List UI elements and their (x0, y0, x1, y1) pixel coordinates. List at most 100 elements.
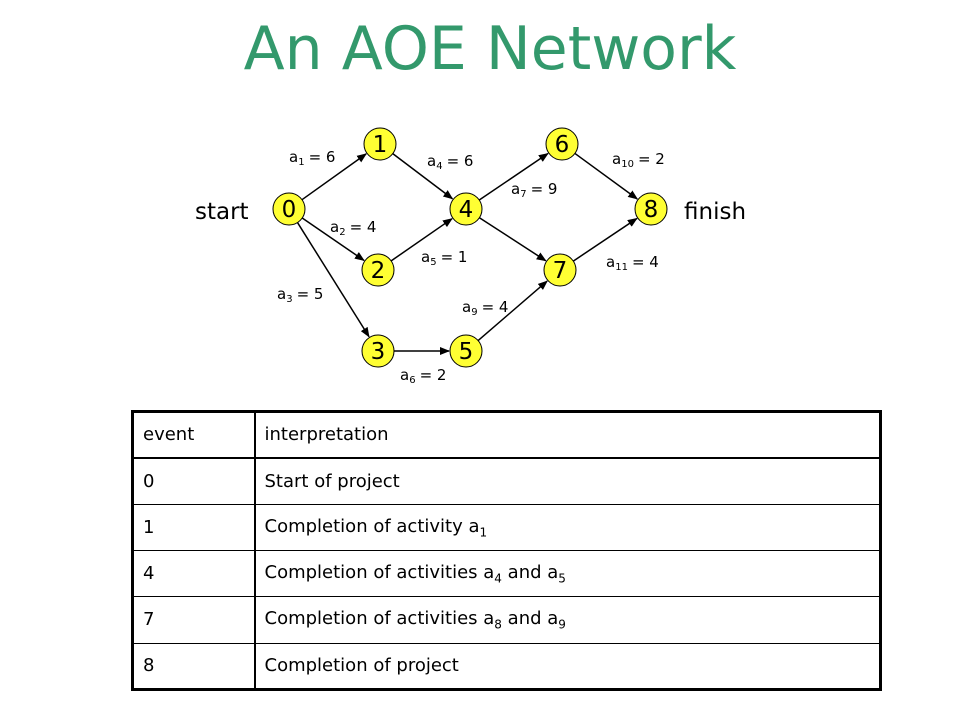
interpretation-cell: Completion of activities a8 and a9 (254, 596, 881, 644)
edge-label-name: a (330, 218, 339, 236)
edge-6-8 (574, 152, 639, 200)
node-label-5: 5 (459, 339, 474, 365)
edge-label-a11: a11= 4 (606, 253, 659, 273)
interpretation-cell: Start of project (254, 457, 881, 505)
event-cell: 0 (132, 457, 256, 505)
edge-label-subscript: 1 (298, 157, 304, 168)
event-cell: 1 (132, 503, 256, 551)
interpretation-text: and a (501, 561, 559, 583)
interpretation-text: Completion of project (264, 655, 459, 677)
node-7: 7 (543, 253, 577, 287)
node-0: 0 (272, 192, 306, 226)
edge-label-weight: = 4 (632, 253, 659, 271)
node-6: 6 (545, 127, 579, 161)
node-3: 3 (361, 334, 395, 368)
edge-label-name: a (427, 152, 436, 170)
node-circle-1 (363, 127, 397, 161)
edge-label-a4: a4 = 6 (427, 152, 473, 172)
node-label-0: 0 (282, 197, 297, 223)
interpretation-text: and a (501, 608, 559, 630)
edge-label-weight: = 9 (531, 180, 558, 198)
edge-label-name: a (612, 150, 621, 168)
table-row: 8 Completion of project (132, 642, 881, 691)
edge-label-a5: a5= 1 (421, 248, 467, 268)
interpretation-cell: Completion of activity a1 (254, 503, 881, 551)
node-label-4: 4 (459, 197, 474, 223)
node-label-2: 2 (371, 258, 386, 284)
interpretation-subscript: 4 (494, 571, 502, 586)
interpretation-text: Completion of activities a (264, 608, 495, 630)
edge-2-4 (390, 218, 453, 262)
edge-0-3 (296, 222, 370, 338)
edge-label-weight: = 6 (309, 148, 336, 166)
node-8: 8 (634, 192, 668, 226)
node-circle-5 (449, 334, 483, 368)
edge-label-a1: a1 = 6 (289, 148, 335, 168)
edge-label-weight: = 4 (350, 218, 377, 236)
edge-label-name: a (400, 366, 409, 384)
edge-label-subscript: 7 (520, 189, 526, 200)
node-circle-4 (449, 192, 483, 226)
edge-4-7 (479, 217, 547, 262)
interpretation-cell: Completion of project (254, 642, 881, 691)
edge-label-name: a (606, 253, 615, 271)
edge-label-name: a (511, 180, 520, 198)
edge-5-7 (477, 280, 548, 342)
edge-label-a9: a9 = 4 (462, 298, 508, 318)
interpretation-subscript: 8 (494, 617, 502, 632)
edge-0-2 (301, 217, 365, 262)
edge-7-8 (572, 217, 638, 262)
node-label-3: 3 (371, 339, 386, 365)
edge-label-weight: = 5 (297, 285, 324, 303)
edge-label-weight: = 6 (447, 152, 474, 170)
node-circle-0 (272, 192, 306, 226)
node-circle-8 (634, 192, 668, 226)
node-label-8: 8 (644, 197, 659, 223)
edge-label-subscript: 6 (409, 375, 415, 386)
header-interpretation: interpretation (254, 410, 881, 459)
header-event: event (132, 410, 256, 459)
event-cell: 8 (132, 642, 256, 691)
interpretation-subscript: 1 (479, 525, 488, 540)
edge-label-subscript: 3 (286, 294, 292, 305)
finish-label: finish (684, 199, 746, 225)
edge-label-a2: a2= 4 (330, 218, 376, 238)
edge-label-weight: = 2 (420, 366, 447, 384)
interpretation-text: Start of project (264, 470, 400, 492)
node-2: 2 (361, 253, 395, 287)
edge-label-name: a (421, 248, 430, 266)
table-row: 0 Start of project (132, 457, 881, 505)
interpretation-text: Completion of activities a (264, 561, 495, 583)
node-circle-3 (361, 334, 395, 368)
edge-4-6 (478, 152, 549, 201)
edge-label-subscript: 9 (471, 307, 477, 318)
edge-label-name: a (289, 148, 298, 166)
page-title: An AOE Network (243, 14, 737, 84)
edge-label-weight: = 4 (482, 298, 509, 316)
edge-label-name: a (462, 298, 471, 316)
table-header-row: event interpretation (132, 410, 881, 459)
node-4: 4 (449, 192, 483, 226)
node-circle-2 (361, 253, 395, 287)
interpretation-cell: Completion of activities a4 and a5 (254, 549, 881, 598)
interpretation-subscript: 5 (558, 571, 566, 586)
event-cell: 7 (132, 596, 256, 644)
edge-label-weight: = 2 (638, 150, 665, 168)
node-circle-6 (545, 127, 579, 161)
edge-label-a3: a3 = 5 (277, 285, 323, 305)
node-circle-7 (543, 253, 577, 287)
node-1: 1 (363, 127, 397, 161)
edge-label-a6: a6 = 2 (400, 366, 446, 386)
node-label-7: 7 (553, 258, 568, 284)
edge-label-subscript: 4 (436, 161, 442, 172)
node-label-1: 1 (373, 132, 388, 158)
edge-1-4 (392, 153, 454, 200)
edge-0-1 (301, 153, 367, 201)
edge-label-name: a (277, 285, 286, 303)
event-cell: 4 (132, 549, 256, 598)
